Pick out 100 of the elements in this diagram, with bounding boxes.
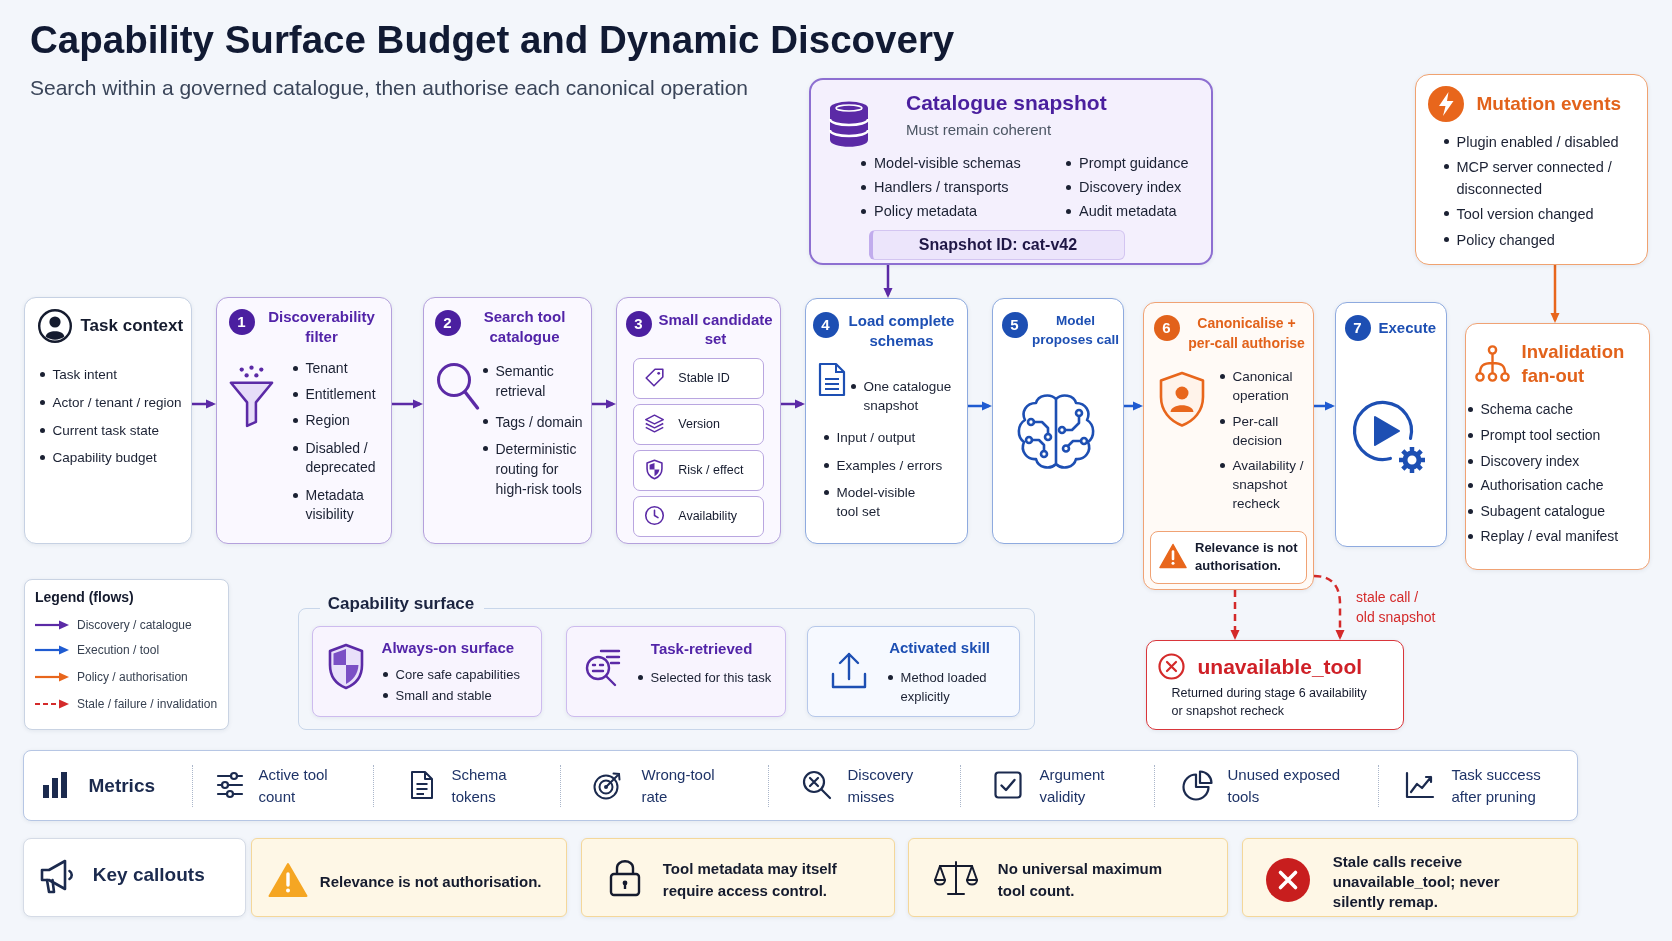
step-number: 1 <box>228 308 255 335</box>
bullet-item: Deterministic routing for high-risk tools <box>479 438 584 499</box>
metric-label: Unused exposed tools <box>1227 764 1342 807</box>
bullet-item: Current task state <box>36 421 161 440</box>
bullet-item: Audit metadata <box>1063 201 1178 221</box>
legend-title: Legend (flows) <box>35 587 135 607</box>
bullet-item: Disabled / deprecated <box>289 439 378 477</box>
bullet-item: Plugin enabled / disabled <box>1440 130 1621 153</box>
arrow <box>1550 265 1560 323</box>
legend-label: Discovery / catalogue <box>77 616 193 633</box>
bullet-item: Actor / tenant / region <box>36 393 184 412</box>
card-title: Load complete schemas <box>848 310 955 351</box>
callout-card <box>1242 838 1578 917</box>
bullet-item: Method loaded explicitly <box>884 668 989 707</box>
chip-label: Version <box>678 415 721 432</box>
bullet-item: Replay / eval manifest <box>1464 527 1620 546</box>
bullet-item: Tool version changed <box>1440 202 1596 225</box>
bullet-item: Small and stable <box>379 686 494 705</box>
arrow <box>781 399 805 409</box>
bullet-item: Policy metadata <box>858 201 979 221</box>
step-number: 5 <box>1001 311 1028 338</box>
bullet-item: One catalogue snapshot <box>847 377 953 415</box>
surface-card <box>311 625 542 717</box>
stage-card <box>216 297 392 544</box>
title: Capability Surface Budget and Dynamic Discovery <box>30 17 956 63</box>
warning-text: Relevance is not authorisation. <box>1195 539 1299 575</box>
candidate-chip <box>632 403 764 445</box>
bullet-item: Selected for this task <box>634 668 773 687</box>
bullet-item: Task intent <box>36 365 119 384</box>
panel-title: Invalidation fan-out <box>1521 339 1626 388</box>
bullet-item: Policy changed <box>1440 228 1557 251</box>
bullet-item: Semantic retrieval <box>479 360 556 401</box>
bullet-item: Canonical operation <box>1216 367 1295 405</box>
callout-text: No universal maximum tool count. <box>997 858 1164 901</box>
callout-text: Relevance is not authorisation. <box>319 872 543 893</box>
arrow <box>1124 401 1143 411</box>
callout-header-card <box>23 838 246 917</box>
metric-label: Schema tokens <box>451 764 508 807</box>
candidate-chip <box>632 449 764 491</box>
error-description: Returned during stage 6 availability or snapshot recheck <box>1171 684 1368 720</box>
snapshot-panel <box>809 78 1213 265</box>
metrics-title: Metrics <box>88 773 157 798</box>
card-title: Canonicalise + per-call authorise <box>1187 313 1306 353</box>
metric-label: Wrong-tool rate <box>641 764 716 807</box>
surface-card <box>565 625 786 717</box>
snapshot-id-bar <box>869 230 1125 260</box>
chip-label: Risk / effect <box>678 461 745 478</box>
chip-label: Availability <box>678 507 739 524</box>
snapshot-id: Snapshot ID: cat-v42 <box>918 235 1078 255</box>
step-number: 3 <box>625 310 652 337</box>
bullet-item: Core safe capabilities <box>379 665 522 684</box>
candidate-chip <box>632 495 764 537</box>
card-title: Small candidate set <box>657 310 774 348</box>
panel-title: Mutation events <box>1476 91 1623 116</box>
bullet-item: Prompt tool section <box>1464 426 1602 445</box>
arrow <box>1314 401 1335 411</box>
bullet-item: Examples / errors <box>820 456 944 475</box>
bullet-item: Capability budget <box>36 448 159 467</box>
bullet-item: Availability / snapshot recheck <box>1216 456 1306 513</box>
error-card <box>1146 640 1404 730</box>
callout-card <box>581 838 895 917</box>
arrow <box>968 401 992 411</box>
card-title: Always-on surface <box>381 637 516 658</box>
bullet-item: Per-call decision <box>1216 412 1284 450</box>
arrow <box>392 399 423 409</box>
stage-card <box>805 298 968 544</box>
card-title: Execute <box>1378 317 1438 338</box>
metric-label: Task success after pruning <box>1451 764 1542 807</box>
bullet-item: Entitlement <box>289 385 378 404</box>
legend-label: Stale / failure / invalidation <box>77 695 219 712</box>
bullet-item: Prompt guidance <box>1063 153 1190 173</box>
bullet-item: Region <box>289 411 352 430</box>
metric-label: Active tool count <box>258 764 329 807</box>
bullet-item: Schema cache <box>1464 400 1575 419</box>
card-title: Task context <box>80 314 185 337</box>
callout-text: Stale calls receive unavailable_tool; never silently remap. <box>1332 851 1501 912</box>
step-number: 7 <box>1344 314 1371 341</box>
surface-card <box>806 625 1020 717</box>
stage-card <box>423 297 592 544</box>
panel-title: Catalogue snapshot <box>906 90 1108 116</box>
arrow <box>883 265 893 298</box>
dashed-arrow <box>1230 590 1240 640</box>
event-panel <box>1415 74 1648 265</box>
bullet-item: Input / output <box>820 428 917 447</box>
card-title: Activated skill <box>888 637 991 658</box>
bullet-item: Model-visible tool set <box>820 483 917 521</box>
bullet-item: Authorisation cache <box>1464 476 1605 495</box>
warning-note <box>1149 530 1307 584</box>
legend-label: Execution / tool <box>77 641 161 658</box>
dashed-arrow <box>1313 574 1345 640</box>
panel-subtitle: Must remain coherent <box>906 120 1053 140</box>
bullet-item: Metadata visibility <box>289 486 366 524</box>
step-number: 6 <box>1153 314 1180 341</box>
arrow <box>192 399 216 409</box>
legend-label: Policy / authorisation <box>77 668 189 685</box>
callout-card <box>251 838 567 917</box>
bullet-item: Discovery index <box>1063 177 1183 197</box>
stage-card <box>992 298 1124 544</box>
candidate-chip <box>632 357 764 399</box>
callout-card <box>908 838 1228 917</box>
